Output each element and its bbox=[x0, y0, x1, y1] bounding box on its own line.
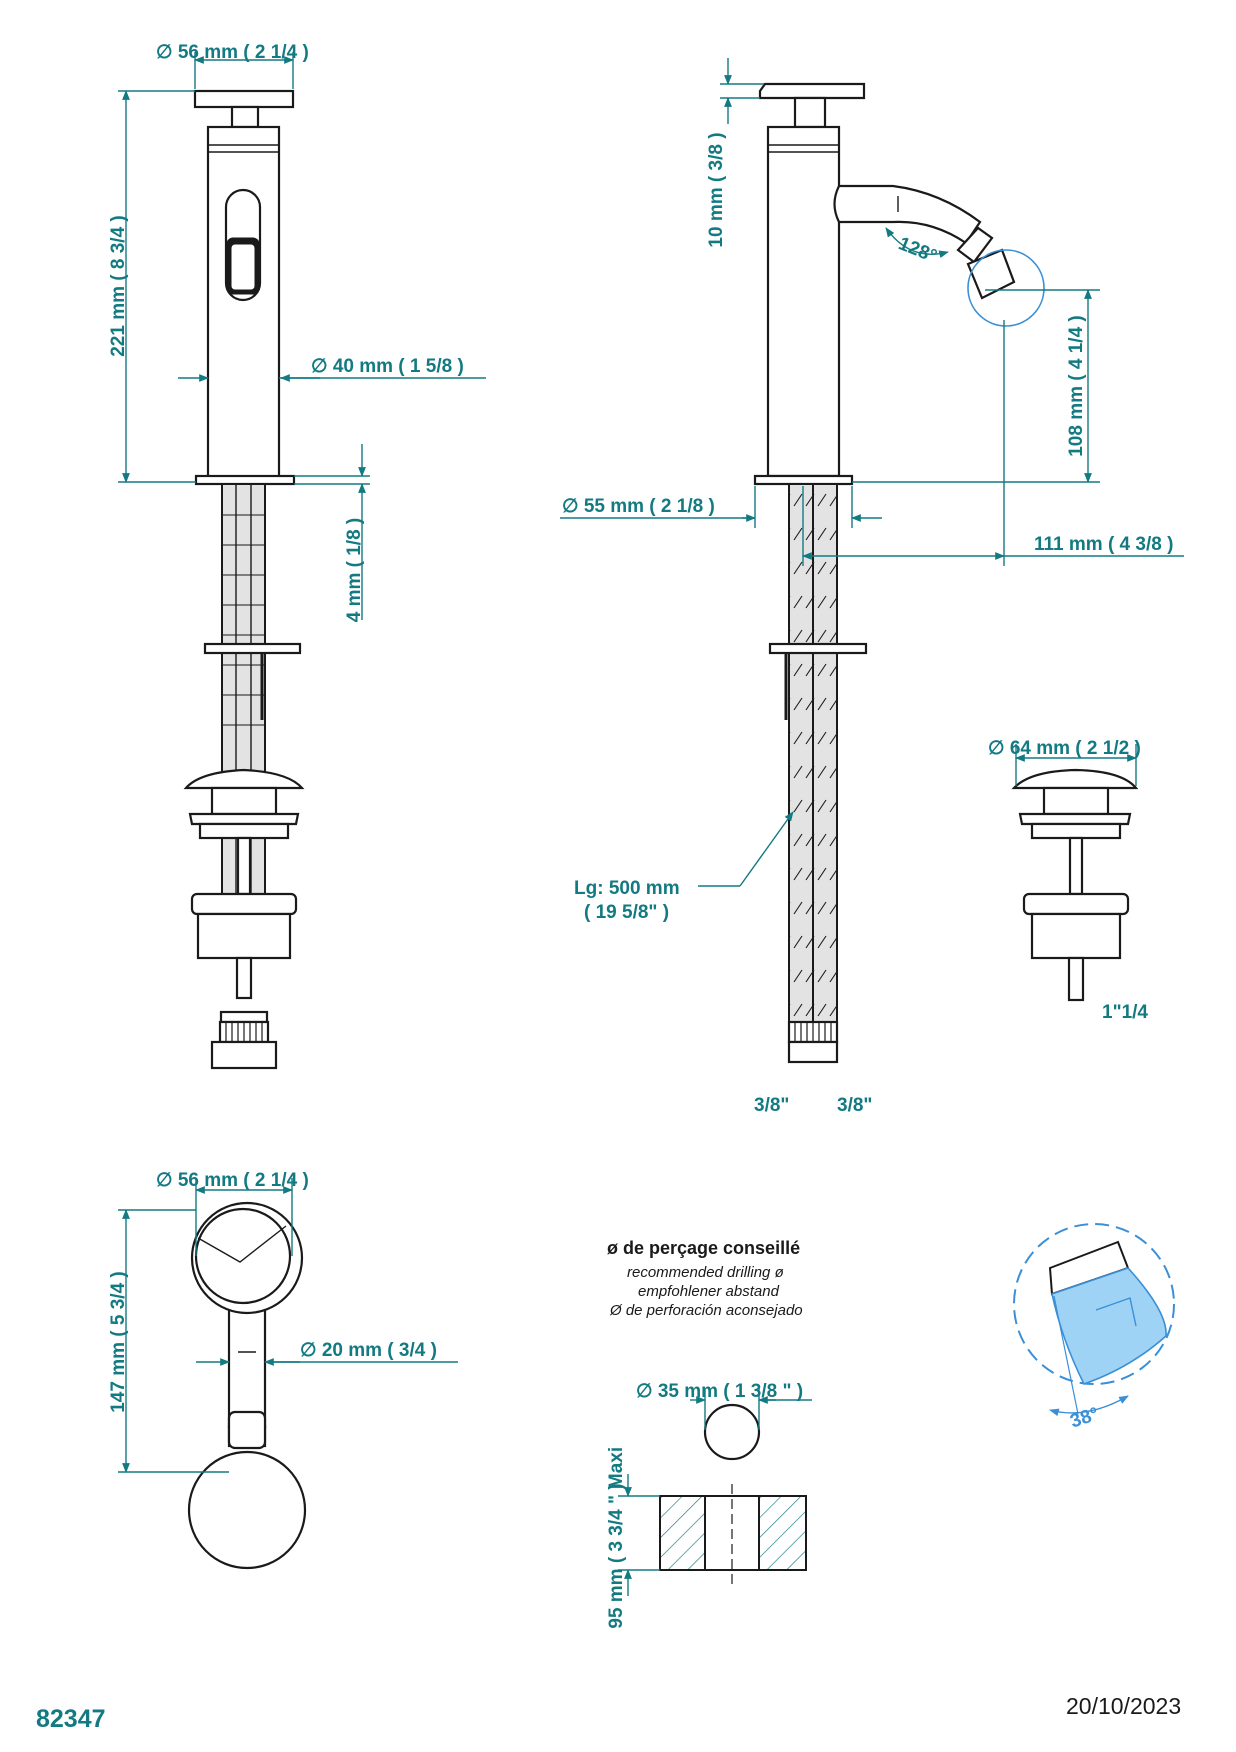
dim-aerator-angle: 38° bbox=[1068, 1404, 1102, 1433]
popup-waste-front bbox=[183, 768, 305, 790]
dim-deck-thickness: 95 mm ( 3 3/4 " ) bbox=[606, 1483, 627, 1628]
faucet-body-front bbox=[206, 125, 281, 482]
drilling-line-en: recommended drilling ø bbox=[627, 1264, 784, 1281]
inlet-fittings-side bbox=[787, 1020, 839, 1064]
popup-waste-detail: ∅ 64 mm ( 2 1/2 ) 1"1/4 bbox=[988, 738, 1148, 1023]
waste-thread-label: 1"1/4 bbox=[1102, 1002, 1148, 1023]
dim-spout-reach: 111 mm ( 4 3/8 ) bbox=[1034, 534, 1173, 555]
plan-base bbox=[187, 1450, 307, 1570]
hose-length-line1: Lg: 500 mm bbox=[574, 878, 680, 899]
fixing-washer-side bbox=[768, 642, 868, 655]
dim-top-diameter-front: ∅ 56 mm ( 2 1/4 ) bbox=[156, 42, 309, 63]
dim-base-thickness: 4 mm ( 1/8 ) bbox=[344, 518, 365, 623]
drilling-line-es: Ø de perforación aconsejado bbox=[609, 1302, 803, 1319]
aerator-side bbox=[966, 248, 1016, 300]
plan-view: ∅ 56 mm ( 2 1/4 ) 147 mm ( 5 3/4 ) ∅ 20 … bbox=[108, 1170, 458, 1570]
drilling-info: ø de perçage conseillé recommended drill… bbox=[606, 1238, 812, 1629]
dim-plan-length: 147 mm ( 5 3/4 ) bbox=[108, 1271, 129, 1413]
dim-handle-height: 10 mm ( 3/8 ) bbox=[706, 132, 727, 247]
front-view: ∅ 56 mm ( 2 1/4 ) 221 mm ( 8 3/4 ) ∅ 40 … bbox=[108, 42, 486, 1070]
dim-spout-angle: 128° bbox=[895, 233, 939, 267]
handle-side bbox=[758, 82, 866, 100]
dim-spout-height: 108 mm ( 4 1/4 ) bbox=[1066, 315, 1087, 457]
handle-top-plate bbox=[193, 89, 295, 109]
inlet-label-left: 3/8" bbox=[754, 1095, 789, 1116]
dim-height-total: 221 mm ( 8 3/4 ) bbox=[108, 215, 129, 357]
drilling-line-de: empfohlener abstand bbox=[638, 1283, 780, 1300]
reference-number: 82347 bbox=[36, 1705, 106, 1733]
supply-hose-side-a bbox=[788, 483, 814, 1033]
aerator-water-jet bbox=[1051, 1267, 1167, 1385]
dim-waste-diameter: ∅ 64 mm ( 2 1/2 ) bbox=[988, 738, 1141, 759]
dim-base-diameter: ∅ 55 mm ( 2 1/8 ) bbox=[562, 496, 715, 517]
supply-hose-side-b bbox=[812, 483, 838, 1033]
hose-length-line2: ( 19 5/8" ) bbox=[584, 902, 669, 923]
dim-lever-width: ∅ 20 mm ( 3/4 ) bbox=[300, 1340, 437, 1361]
dim-drill-diameter: ∅ 35 mm ( 1 3/8 " ) bbox=[636, 1381, 803, 1402]
side-view: 128° 10 mm ( 3/8 ) 108 mm ( 4 1/4 ) bbox=[560, 58, 1184, 1116]
aerator-detail: 38° bbox=[1013, 1223, 1175, 1433]
drill-hole-circle bbox=[703, 1403, 761, 1461]
deck-max-label: Maxi bbox=[606, 1447, 627, 1489]
drawing-date: 20/10/2023 bbox=[1066, 1693, 1181, 1719]
handle-stem bbox=[230, 105, 260, 129]
inlet-fittings-front bbox=[210, 1020, 278, 1070]
drilling-title: ø de perçage conseillé bbox=[607, 1238, 800, 1258]
dim-body-diameter: ∅ 40 mm ( 1 5/8 ) bbox=[311, 356, 464, 377]
dim-top-diameter-plan: ∅ 56 mm ( 2 1/4 ) bbox=[156, 1170, 309, 1191]
inlet-label-right: 3/8" bbox=[837, 1095, 872, 1116]
plan-handle bbox=[194, 1207, 292, 1305]
aerator-detail-circle bbox=[967, 249, 1045, 327]
faucet-body-side bbox=[766, 125, 841, 478]
fixing-washer-front bbox=[203, 642, 302, 655]
